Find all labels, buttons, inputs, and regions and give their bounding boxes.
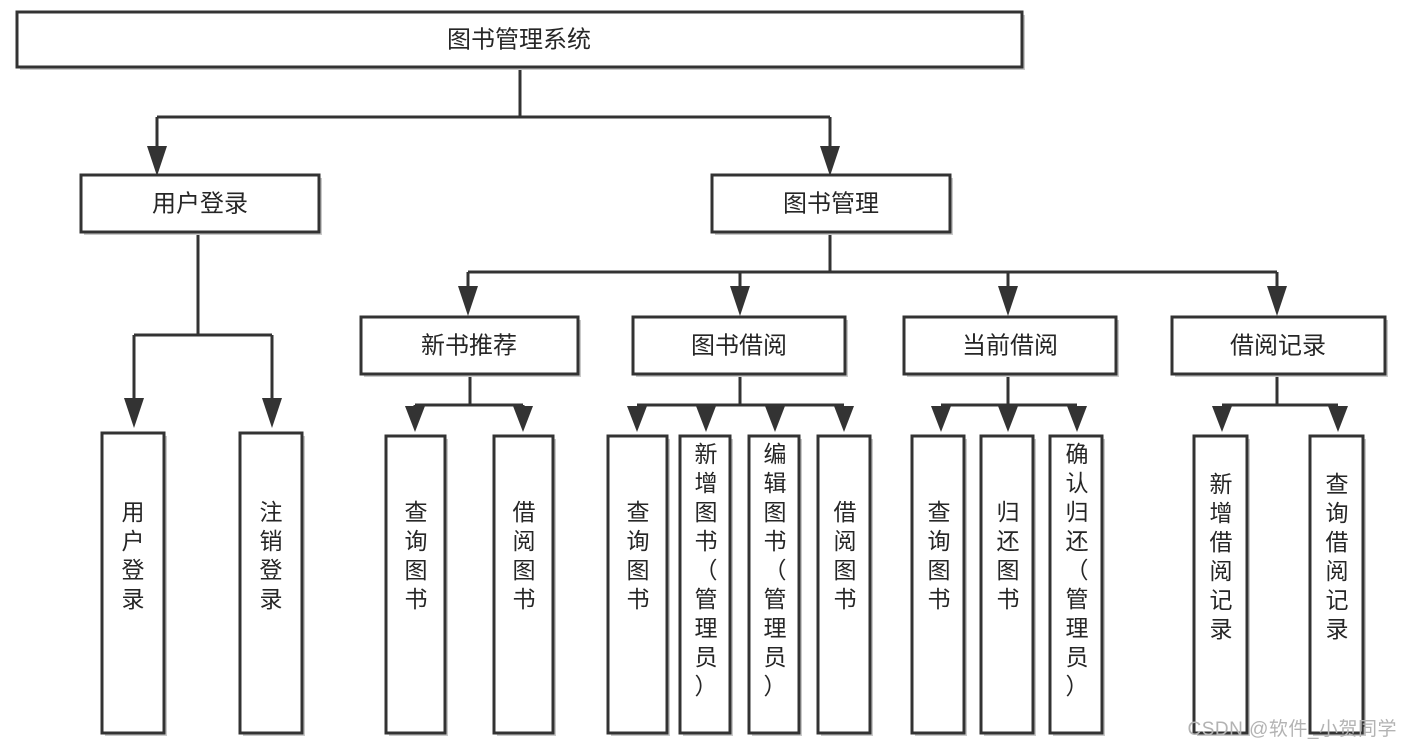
leaf-label: 用户登录 (122, 499, 145, 612)
leaf-label: 查询借阅记录 (1326, 471, 1349, 642)
node-borrow-record-box[interactable] (1170, 315, 1387, 376)
leaf-label: 确认归还（管理员） (1066, 441, 1089, 699)
leaf-label: 归还图书 (997, 499, 1020, 612)
arrow-head-bookmgmt-0 (458, 286, 478, 316)
leaf-label: 查询图书 (928, 499, 951, 612)
leaf-current-borrow-1[interactable]: 归还图书 (979, 434, 1036, 736)
leaf-book-borrow-0[interactable]: 查询图书 (606, 434, 670, 736)
node-book-management[interactable]: 图书管理 (710, 173, 953, 235)
leaf-label: 借阅图书 (834, 499, 857, 612)
node-user-login[interactable]: 用户登录 (79, 173, 322, 235)
node-user-login-label: 用户登录 (152, 190, 248, 217)
arrow-head-record-0 (1212, 406, 1232, 432)
leaf-new-book-0[interactable]: 查询图书 (384, 434, 448, 736)
leaf-label: 借阅图书 (513, 499, 536, 612)
leaf-label: 新增借阅记录 (1210, 471, 1233, 642)
arrow-head-current-1 (998, 406, 1018, 432)
node-book-borrow-label: 图书借阅 (691, 332, 787, 359)
node-current-borrow-label: 当前借阅 (962, 332, 1058, 359)
leaf-book-borrow-2[interactable]: 编辑图书（管理员） (747, 434, 802, 736)
arrow-head-borrow-3 (834, 406, 854, 432)
leaf-box[interactable] (1192, 434, 1249, 735)
node-current-borrow-box[interactable] (902, 315, 1118, 376)
node-current-borrow[interactable]: 当前借阅 (902, 315, 1119, 377)
leaf-box[interactable] (816, 434, 872, 735)
node-borrow-record[interactable]: 借阅记录 (1170, 315, 1388, 377)
leaf-borrow-record-1[interactable]: 查询借阅记录 (1308, 434, 1366, 736)
node-root-box[interactable] (15, 10, 1024, 69)
leaf-box[interactable] (979, 434, 1035, 735)
leaf-label: 新增图书（管理员） (695, 441, 718, 699)
leaf-box[interactable] (238, 431, 304, 735)
node-user-login-box[interactable] (79, 173, 321, 234)
node-borrow-record-label: 借阅记录 (1230, 332, 1326, 359)
connector-layer (124, 68, 1348, 432)
leaf-label: 注销登录 (260, 499, 283, 612)
leaf-label: 编辑图书（管理员） (764, 441, 787, 699)
leaf-box[interactable] (384, 434, 447, 735)
arrow-head-borrow-2 (765, 406, 785, 432)
arrow-head-bookmgmt-2 (998, 286, 1018, 316)
node-book-management-box[interactable] (710, 173, 952, 234)
leaf-box[interactable] (747, 434, 801, 735)
leaf-label: 查询图书 (627, 499, 650, 612)
arrow-head-newbook-1 (513, 406, 533, 432)
node-new-book-recommend-label: 新书推荐 (421, 332, 517, 359)
arrow-head-current-0 (931, 406, 951, 432)
node-new-book-recommend[interactable]: 新书推荐 (359, 315, 581, 377)
leaf-box[interactable] (100, 431, 166, 735)
leaf-label: 查询图书 (405, 499, 428, 612)
node-book-borrow[interactable]: 图书借阅 (631, 315, 848, 377)
arrow-head-userlogin-0 (124, 398, 144, 428)
node-book-borrow-box[interactable] (631, 315, 847, 376)
arrow-head-record-1 (1328, 406, 1348, 432)
leaf-borrow-record-0[interactable]: 新增借阅记录 (1192, 434, 1250, 736)
leaf-book-borrow-3[interactable]: 借阅图书 (816, 434, 873, 736)
arrow-head-newbook-0 (405, 406, 425, 432)
arrow-head-level1-0 (147, 146, 167, 176)
leaf-box[interactable] (1048, 434, 1104, 735)
node-new-book-recommend-box[interactable] (359, 315, 580, 376)
arrow-head-borrow-0 (627, 406, 647, 432)
leaf-new-book-1[interactable]: 借阅图书 (492, 434, 556, 736)
arrow-head-borrow-1 (696, 406, 716, 432)
leaf-box[interactable] (678, 434, 732, 735)
node-root[interactable]: 图书管理系统 (15, 10, 1025, 70)
leaf-book-borrow-1[interactable]: 新增图书（管理员） (678, 434, 733, 736)
node-book-management-label: 图书管理 (783, 190, 879, 217)
arrow-head-bookmgmt-3 (1267, 286, 1287, 316)
leaf-box[interactable] (910, 434, 966, 735)
leaf-box[interactable] (606, 434, 669, 735)
leaf-box[interactable] (492, 434, 555, 735)
leaf-box[interactable] (1308, 434, 1365, 735)
node-root-label: 图书管理系统 (447, 26, 591, 53)
leaf-user-login-0[interactable]: 用户登录 (100, 431, 167, 736)
arrow-head-userlogin-1 (262, 398, 282, 428)
leaf-current-borrow-0[interactable]: 查询图书 (910, 434, 967, 736)
arrow-head-current-2 (1067, 406, 1087, 432)
leaf-current-borrow-2[interactable]: 确认归还（管理员） (1048, 434, 1105, 736)
arrow-head-bookmgmt-1 (730, 286, 750, 316)
arrow-head-level1-1 (820, 146, 840, 176)
leaf-user-login-1[interactable]: 注销登录 (238, 431, 305, 736)
